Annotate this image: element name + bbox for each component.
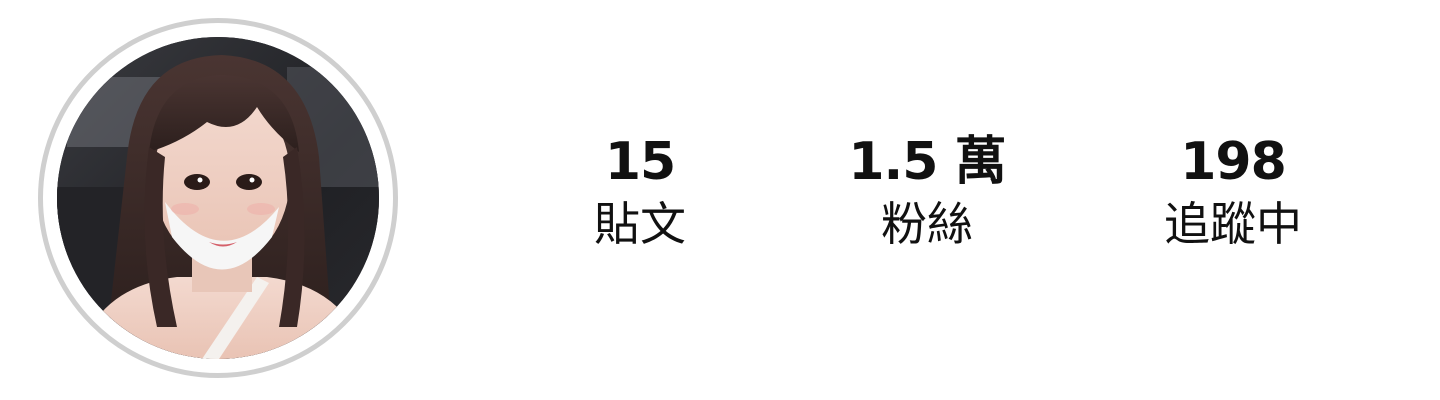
- posts-count: 15: [604, 132, 676, 192]
- avatar-photo: [57, 37, 379, 359]
- posts-label: 貼文: [594, 197, 686, 251]
- followers-stat[interactable]: 1.5 萬 粉絲: [827, 130, 1027, 254]
- followers-label: 粉絲: [881, 197, 973, 251]
- avatar[interactable]: [57, 37, 379, 359]
- posts-stat[interactable]: 15 貼文: [540, 130, 740, 254]
- profile-stats: 15 貼文 1.5 萬 粉絲 198 追蹤中: [540, 130, 1370, 270]
- following-count: 198: [1180, 132, 1287, 192]
- following-stat[interactable]: 198 追蹤中: [1123, 130, 1343, 254]
- followers-count: 1.5 萬: [848, 132, 1006, 192]
- following-label: 追蹤中: [1164, 197, 1302, 251]
